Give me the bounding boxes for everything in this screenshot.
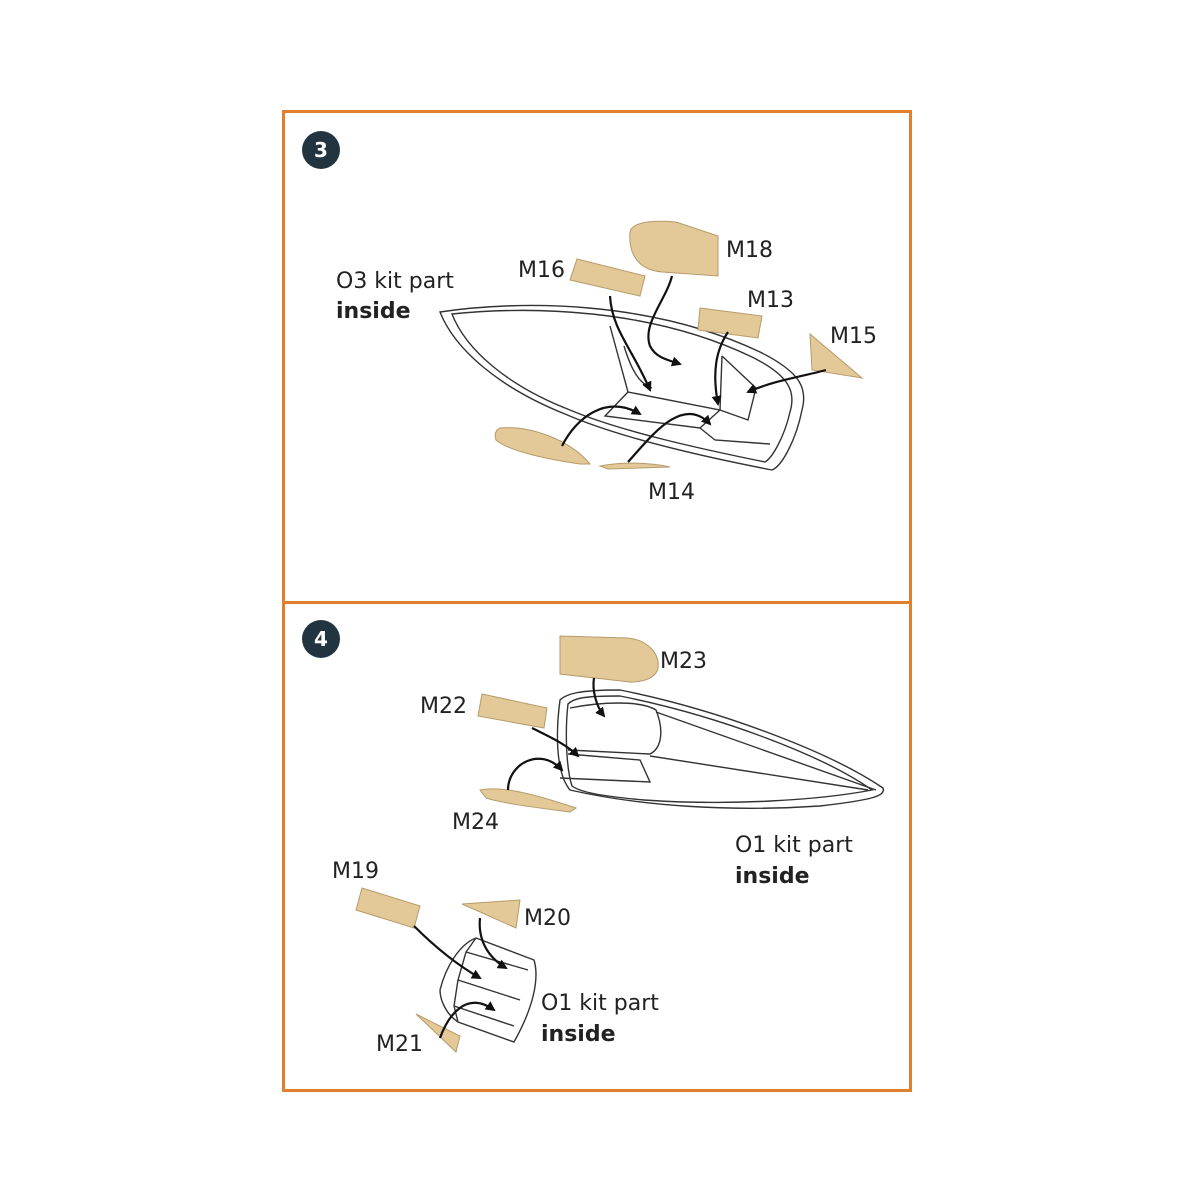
step-3-badge: 3 — [302, 131, 340, 169]
mask-pieces-step3 — [494, 220, 864, 470]
note-o1-inside-b: inside — [541, 1022, 616, 1047]
mask-m14-b — [598, 462, 671, 470]
labels-step4: M23 M22 M24 O1 kit part inside M19 M20 O… — [332, 649, 853, 1057]
canopy-o1-main — [556, 689, 885, 809]
mask-m23 — [559, 635, 659, 683]
note-o3-inside: inside — [336, 299, 411, 324]
label-m23: M23 — [660, 649, 707, 674]
canopy-o3 — [439, 304, 805, 471]
note-o1-kit-part-b: O1 kit part — [541, 991, 659, 1016]
mask-m16 — [569, 258, 646, 297]
labels-step3: O3 kit part inside M18 M16 M13 M15 M14 — [336, 238, 877, 505]
mask-m14-a — [494, 427, 592, 465]
mask-pieces-step4 — [355, 635, 659, 1053]
note-o3-kit-part: O3 kit part — [336, 269, 454, 294]
note-o1-inside-a: inside — [735, 864, 810, 889]
label-m18: M18 — [726, 238, 773, 263]
label-m19: M19 — [332, 859, 379, 884]
arrows-step3 — [561, 275, 827, 463]
label-m14: M14 — [648, 480, 695, 505]
label-m20: M20 — [524, 906, 571, 931]
mask-m13 — [697, 307, 763, 339]
label-m15: M15 — [830, 324, 877, 349]
mask-m20 — [461, 899, 521, 929]
step-4-panel — [282, 601, 912, 1092]
mask-m22 — [477, 693, 548, 729]
arrows-step4 — [413, 677, 606, 1039]
mask-m21 — [415, 1013, 461, 1053]
label-m24: M24 — [452, 810, 499, 835]
mask-m24 — [479, 788, 578, 813]
mask-m15 — [809, 332, 864, 379]
label-m22: M22 — [420, 694, 467, 719]
mask-m19 — [355, 887, 421, 929]
mask-m18 — [629, 220, 719, 277]
label-m16: M16 — [518, 258, 565, 283]
label-m21: M21 — [376, 1032, 423, 1057]
step-4-badge: 4 — [302, 620, 340, 658]
label-m13: M13 — [747, 288, 794, 313]
note-o1-kit-part-a: O1 kit part — [735, 833, 853, 858]
